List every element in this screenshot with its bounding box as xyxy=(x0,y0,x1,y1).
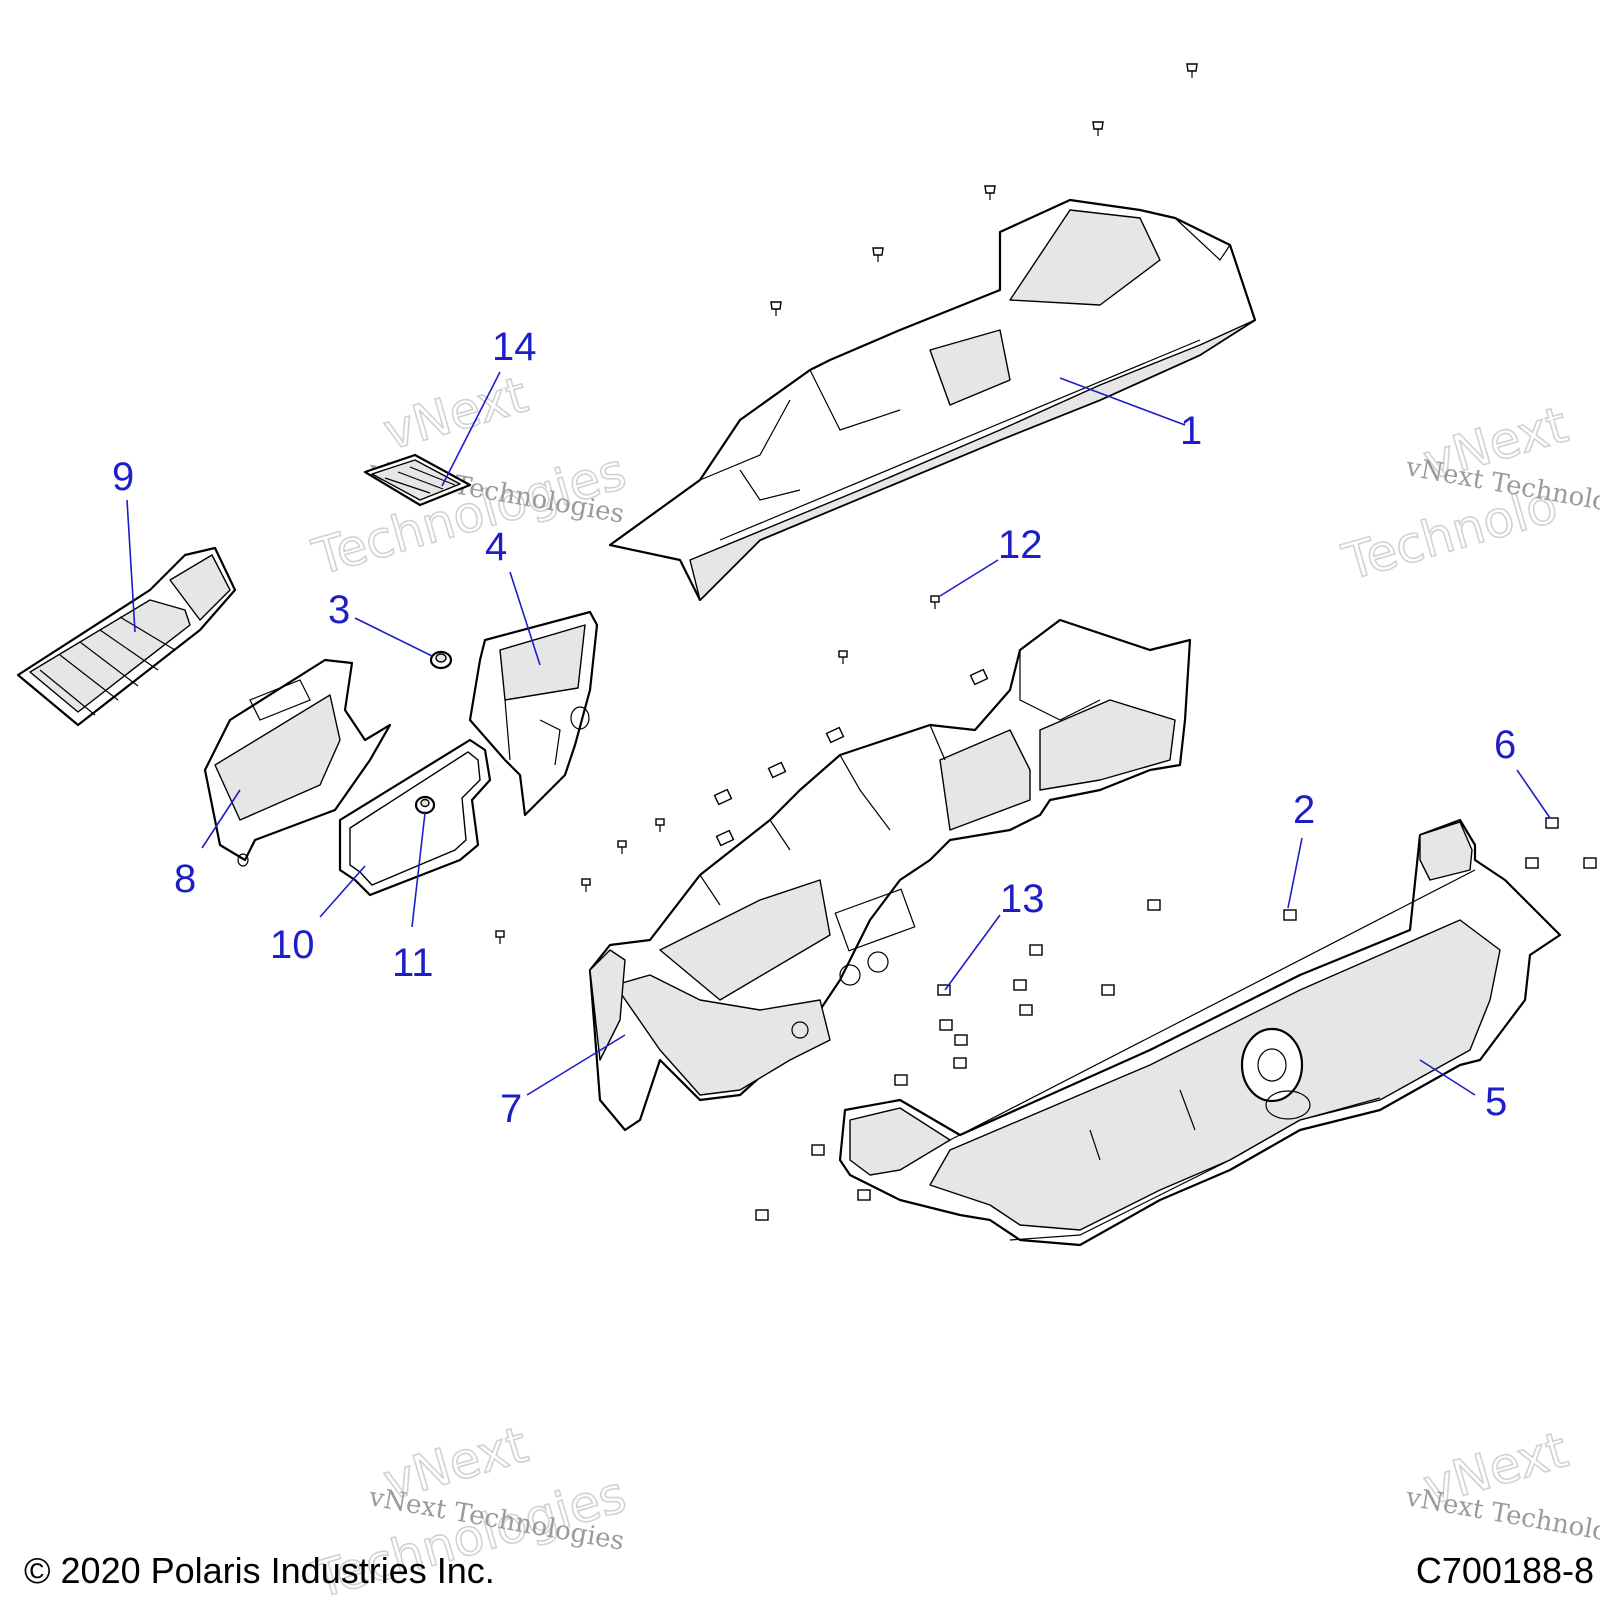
part-5-lower-dash-panel xyxy=(838,818,1562,1247)
leader-13 xyxy=(944,914,1001,991)
panel-clip-nuts xyxy=(755,817,1597,1221)
leader-7 xyxy=(526,1034,626,1096)
screw-fastener xyxy=(617,840,627,854)
leader-14 xyxy=(441,371,501,487)
leader-lines xyxy=(126,371,1551,1096)
push-pin-fastener xyxy=(770,301,782,316)
clip-nut xyxy=(825,726,845,744)
clip-nut xyxy=(1019,1004,1033,1016)
part-3-grommet xyxy=(429,650,453,670)
clip-nut xyxy=(1147,899,1161,911)
leader-8 xyxy=(201,789,241,849)
push-pin-fastener xyxy=(984,185,996,200)
callout-9: 9 xyxy=(112,455,134,499)
callout-11: 11 xyxy=(392,941,434,985)
screw-fastener xyxy=(930,595,940,609)
clip-nut xyxy=(937,984,951,996)
callout-7: 7 xyxy=(500,1087,522,1131)
leader-5 xyxy=(1419,1059,1476,1096)
frame-fasteners xyxy=(495,595,989,944)
clip-nut xyxy=(954,1034,968,1046)
callout-6: 6 xyxy=(1494,723,1516,767)
clip-nut xyxy=(1029,944,1043,956)
leader-6 xyxy=(1516,769,1551,819)
screw-fastener xyxy=(838,650,848,664)
clip-nut xyxy=(1525,857,1539,869)
clip-nut xyxy=(1583,857,1597,869)
clip-nut xyxy=(755,1209,769,1221)
callout-10: 10 xyxy=(270,923,315,967)
clip-nut xyxy=(939,1019,953,1031)
callout-13: 13 xyxy=(1000,877,1045,921)
leader-4 xyxy=(509,571,541,666)
callout-labels: 1 2 3 4 5 6 7 8 9 10 11 12 13 14 xyxy=(112,325,1516,1131)
watermark-top-left: vNext Technologies vNext Technologies xyxy=(306,365,633,588)
part-14-filter xyxy=(363,453,472,507)
push-pin-fastener xyxy=(1186,63,1198,78)
callout-1: 1 xyxy=(1180,409,1202,453)
clip-nut xyxy=(894,1074,908,1086)
part-10-seal xyxy=(338,738,492,897)
watermark-top-right: vNext Technolo vNext Technologies xyxy=(1336,395,1600,593)
clip-nut xyxy=(811,1144,825,1156)
leader-12 xyxy=(939,559,999,597)
part-7-dash-frame xyxy=(588,618,1192,1132)
clip-nut xyxy=(1283,909,1297,921)
copyright-notice: © 2020 Polaris Industries Inc. xyxy=(24,1550,495,1591)
callout-12: 12 xyxy=(998,523,1043,567)
callout-14: 14 xyxy=(492,325,537,369)
callout-2: 2 xyxy=(1293,788,1315,832)
leader-1 xyxy=(1059,377,1186,426)
callout-8: 8 xyxy=(174,857,196,901)
push-pin-fastener xyxy=(1092,121,1104,136)
part-8-glove-box-door xyxy=(203,658,392,867)
clip-nut xyxy=(715,829,735,847)
part-9-air-duct xyxy=(16,546,237,727)
leader-3 xyxy=(354,617,433,657)
watermark-big-word1: vNext xyxy=(377,366,533,462)
part-1-fasteners xyxy=(770,63,1198,316)
callout-4: 4 xyxy=(485,525,507,569)
clip-nut xyxy=(1545,817,1559,829)
push-pin-fastener xyxy=(872,247,884,262)
clip-nut xyxy=(969,668,989,686)
screw-fastener xyxy=(655,818,665,832)
clip-nut xyxy=(767,761,787,779)
clip-nut xyxy=(713,788,733,806)
watermark-bottom-right: vNext vNext Technologies xyxy=(1403,1420,1600,1557)
leader-11 xyxy=(411,812,426,928)
screw-fastener xyxy=(495,930,505,944)
part-4-bracket xyxy=(468,610,599,817)
clip-nut xyxy=(857,1189,871,1201)
leader-2 xyxy=(1287,837,1303,909)
clip-nut xyxy=(1013,979,1027,991)
leader-9 xyxy=(126,499,136,633)
figure-number: C700188-8 xyxy=(1415,1550,1594,1591)
clip-nut xyxy=(1101,984,1115,996)
leader-10 xyxy=(319,865,366,918)
callout-5: 5 xyxy=(1485,1080,1507,1124)
part-1-upper-dash-panel xyxy=(608,198,1257,602)
screw-fastener xyxy=(581,878,591,892)
callout-3: 3 xyxy=(328,588,350,632)
part-11-plug xyxy=(414,795,436,815)
clip-nut xyxy=(953,1057,967,1069)
